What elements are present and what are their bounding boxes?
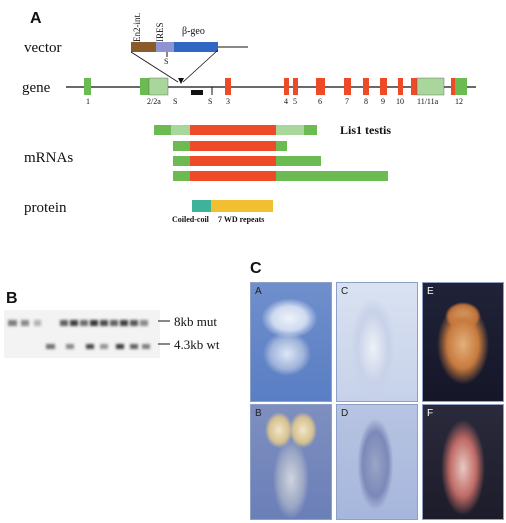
exon-3 — [225, 78, 231, 95]
exon-label-s2: S — [208, 97, 213, 106]
embryo-label-a: A — [255, 286, 262, 297]
mrna-transcripts — [154, 125, 388, 181]
mrna-2-utr3 — [276, 141, 287, 151]
band-label-mut: 8kb mut — [174, 314, 217, 329]
mrna-1-utr5b — [171, 125, 190, 135]
mrna-1-utr5 — [154, 125, 171, 135]
exon-11-red — [411, 78, 417, 95]
exon-5 — [293, 78, 298, 95]
embryo-photo-a: A — [250, 282, 332, 402]
mrna-1-utr3b — [304, 125, 317, 135]
exon-label-7: 7 — [345, 97, 349, 106]
mrna-3-cds — [190, 156, 276, 166]
exon-2-2a-b — [148, 77, 169, 96]
gene-exons — [84, 77, 467, 96]
exon-label-6: 6 — [318, 97, 322, 106]
embryo-photo-d: D — [336, 404, 418, 520]
embryo-photo-e: E — [422, 282, 504, 402]
exon-label-11-11a: 11/11a — [417, 97, 439, 106]
exon-label-12: 12 — [455, 97, 463, 106]
mrna-4-utr3 — [276, 171, 388, 181]
coiled-coil-label: Coiled-coil — [172, 215, 209, 224]
gene-label: gene — [22, 80, 51, 96]
mrna-4-utr5 — [173, 171, 190, 181]
exon-11-11a — [416, 77, 445, 96]
exon-9 — [380, 78, 387, 95]
embryo-label-d: D — [341, 408, 349, 419]
panel-label-b: B — [6, 290, 18, 307]
exon-4 — [284, 78, 289, 95]
exon-7 — [344, 78, 351, 95]
exon-label-4: 4 — [284, 97, 288, 106]
mrnas-label: mRNAs — [24, 150, 74, 166]
embryo-label-f: F — [427, 408, 434, 419]
exon-10 — [398, 78, 403, 95]
mrna-2-cds — [190, 141, 276, 151]
exon-12-red — [451, 78, 455, 95]
en2-int-box — [131, 42, 156, 52]
mrna-1-utr3 — [276, 125, 304, 135]
lis1-testis-label: Lis1 testis — [340, 123, 391, 137]
ires-box — [156, 42, 174, 52]
mrna-3-utr3 — [276, 156, 321, 166]
mrna-3-utr5 — [173, 156, 190, 166]
exon-label-2-2a: 2/2a — [147, 97, 161, 106]
exon-label-10: 10 — [396, 97, 404, 106]
southern-blot — [4, 310, 160, 358]
wd-repeats-domain — [211, 200, 273, 212]
embryo-label-b: B — [255, 408, 262, 419]
mrna-2-utr5 — [173, 141, 190, 151]
embryo-photo-f: F — [422, 404, 504, 520]
panel-label-a: A — [30, 10, 42, 27]
vector-label: vector — [24, 40, 62, 56]
gene-diagram — [66, 42, 476, 212]
exon-label-3: 3 — [226, 97, 230, 106]
mrna-4-cds — [190, 171, 276, 181]
vector-construct — [130, 42, 248, 84]
vector-s-label: S — [164, 57, 169, 66]
band-label-wt: 4.3kb wt — [174, 337, 220, 352]
exon-label-s1: S — [173, 97, 178, 106]
exon-1 — [84, 78, 91, 95]
exon-12 — [455, 78, 467, 95]
exon-8 — [363, 78, 369, 95]
exon-label-8: 8 — [364, 97, 368, 106]
exon-2-2a-a — [140, 78, 149, 95]
panel-label-c: C — [250, 260, 262, 277]
exon-label-9: 9 — [381, 97, 385, 106]
embryo-label-c: C — [341, 286, 349, 297]
embryo-photo-b: B — [250, 404, 332, 520]
protein-label: protein — [24, 200, 67, 216]
exon-6 — [316, 78, 325, 95]
embryo-photo-c: C — [336, 282, 418, 402]
probe-bar — [191, 90, 203, 95]
embryo-label-e: E — [427, 286, 434, 297]
protein-domains — [192, 200, 273, 212]
wd-repeats-label: 7 WD repeats — [218, 215, 265, 224]
exon-label-5: 5 — [293, 97, 297, 106]
band-pointers — [158, 320, 170, 345]
coiled-coil-domain — [192, 200, 211, 212]
bgeo-box — [174, 42, 218, 52]
exon-label-1: 1 — [86, 97, 90, 106]
mrna-1-cds — [190, 125, 276, 135]
bgeo-label: β-geo — [182, 26, 205, 37]
